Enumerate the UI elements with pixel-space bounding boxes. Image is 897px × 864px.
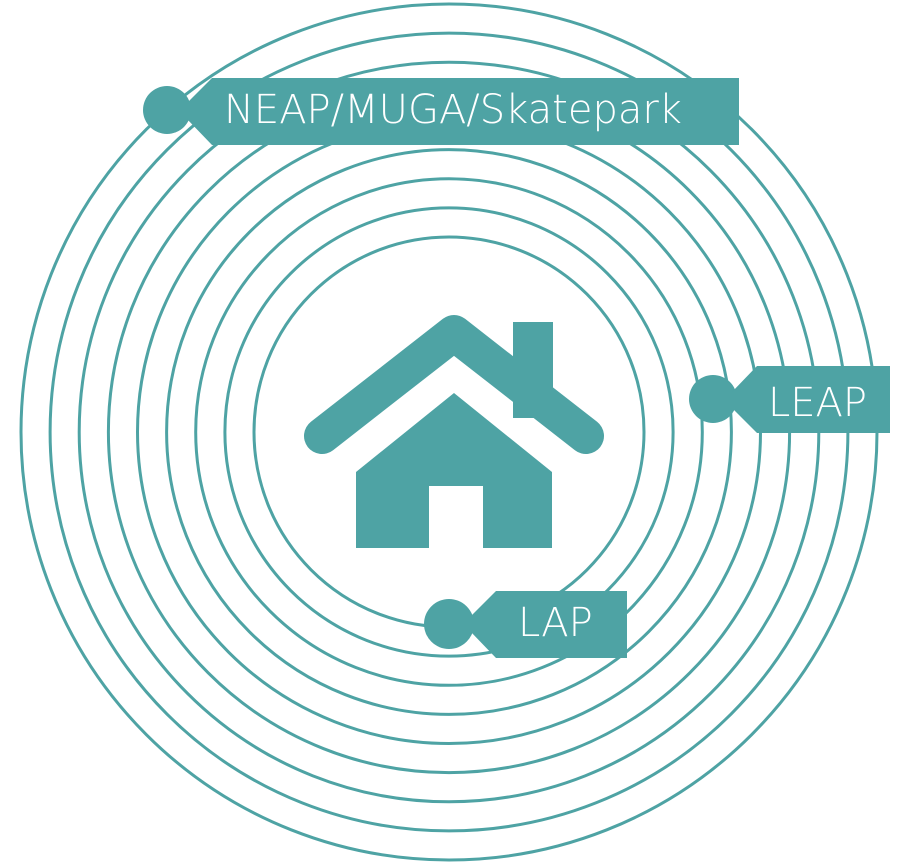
tag-leap-label: LEAP [768,380,868,426]
tag-lap-body [470,591,627,658]
tag-lap-label: LAP [518,600,593,646]
tag-leap-body [731,366,890,433]
tag-lap-pin [424,599,474,649]
house-icon [304,315,604,548]
tag-neap-pin [143,86,191,134]
tag-leap [689,366,890,433]
tag-leap-pin [689,375,737,423]
tag-neap [143,78,739,145]
house-body [356,393,552,548]
distance-ring [165,148,733,716]
distance-ring [194,177,704,687]
house-chimney [513,322,553,418]
tag-neap-body [186,78,739,145]
tag-lap [424,591,627,658]
tag-neap-label: NEAP/MUGA/Skatepark [224,87,682,133]
distance-ring [223,206,675,658]
